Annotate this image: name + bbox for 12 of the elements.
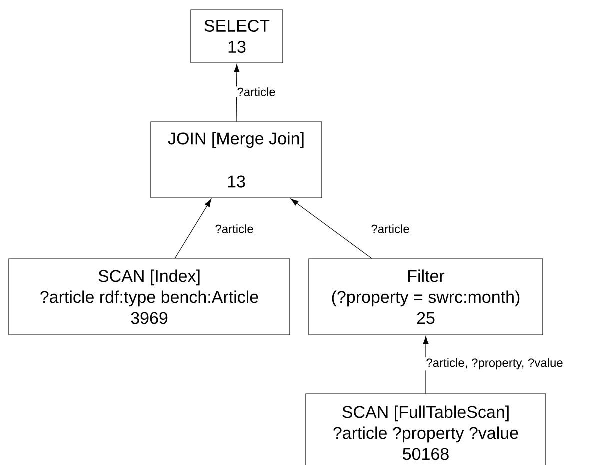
arrow bbox=[290, 198, 372, 259]
arrow bbox=[174, 199, 212, 259]
edge-label: ?article bbox=[370, 224, 411, 234]
edge-label: ?article bbox=[236, 86, 277, 98]
arrow bbox=[234, 64, 240, 122]
operator-box: SCAN [FullTableScan] ?article ?property ?value 50168 bbox=[306, 394, 546, 465]
operator-box: SCAN [Index] ?article rdf:type bench:Article 3969 bbox=[8, 258, 290, 336]
edge-label: ?article, ?property, ?value bbox=[425, 357, 564, 371]
operator-box: SELECT 13 bbox=[190, 10, 284, 64]
operator-box: JOIN [Merge Join] 13 bbox=[150, 122, 322, 198]
edge-label: ?article bbox=[214, 224, 255, 234]
operator-box: Filter (?property = swrc:month) 25 bbox=[308, 258, 544, 336]
